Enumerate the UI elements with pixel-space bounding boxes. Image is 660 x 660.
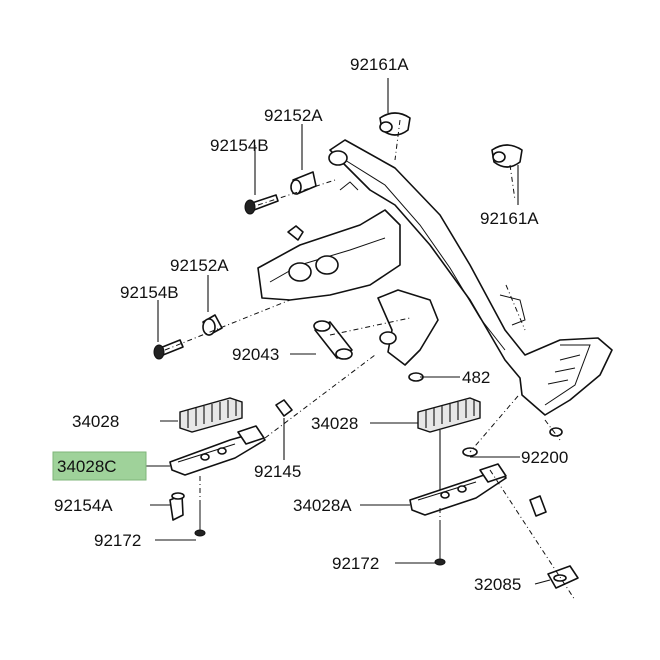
collar-92152A-top [290,171,317,195]
pin-92043 [313,320,353,360]
callout-482: 482 [462,368,490,387]
highlight-box [52,451,147,481]
rubber-34028-left [179,397,243,433]
footpeg-bracket [257,139,613,416]
bolt-92172-left [194,505,206,537]
callout-34028A: 34028A [293,496,352,515]
bolt-92172-right [434,525,446,566]
bolt-92154B-mid [153,339,184,360]
bushing-92161A-right [491,144,523,168]
callout-32085: 32085 [474,575,521,594]
callout-92161A-right: 92161A [480,209,539,228]
callout-92043: 92043 [232,345,279,364]
bolt-92154B-top [244,194,279,215]
callout-92154A: 92154A [54,496,113,515]
bushing-92161A-top [379,112,411,136]
callout-92154B-top: 92154B [210,136,269,155]
collar-92152A-mid [202,314,223,336]
assembly-axes [164,119,576,601]
callout-92172-left: 92172 [94,531,141,550]
footpeg-34028C [169,425,266,476]
callout-92172-right: 92172 [332,554,379,573]
leader-lines [146,78,551,585]
callout-34028-left: 34028 [72,412,119,431]
rubber-34028-right [417,397,481,433]
callout-92152A-top: 92152A [264,106,323,125]
callout-92200: 92200 [521,448,568,467]
callout-34028C: 34028C [57,457,117,476]
spring-92145 [275,399,293,417]
callout-labels: 92161A 92152A 92154B 92161A 92152A 92154… [54,55,568,594]
bolt-92154A [169,492,185,521]
callout-92161A-top: 92161A [350,55,409,74]
spring-right [529,495,547,517]
callout-92152A-mid: 92152A [170,256,229,275]
footpeg-34028A [409,463,507,516]
callout-92145: 92145 [254,462,301,481]
callout-92154B-mid: 92154B [120,283,179,302]
pin-32085 [547,565,579,589]
callout-34028-right: 34028 [311,414,358,433]
